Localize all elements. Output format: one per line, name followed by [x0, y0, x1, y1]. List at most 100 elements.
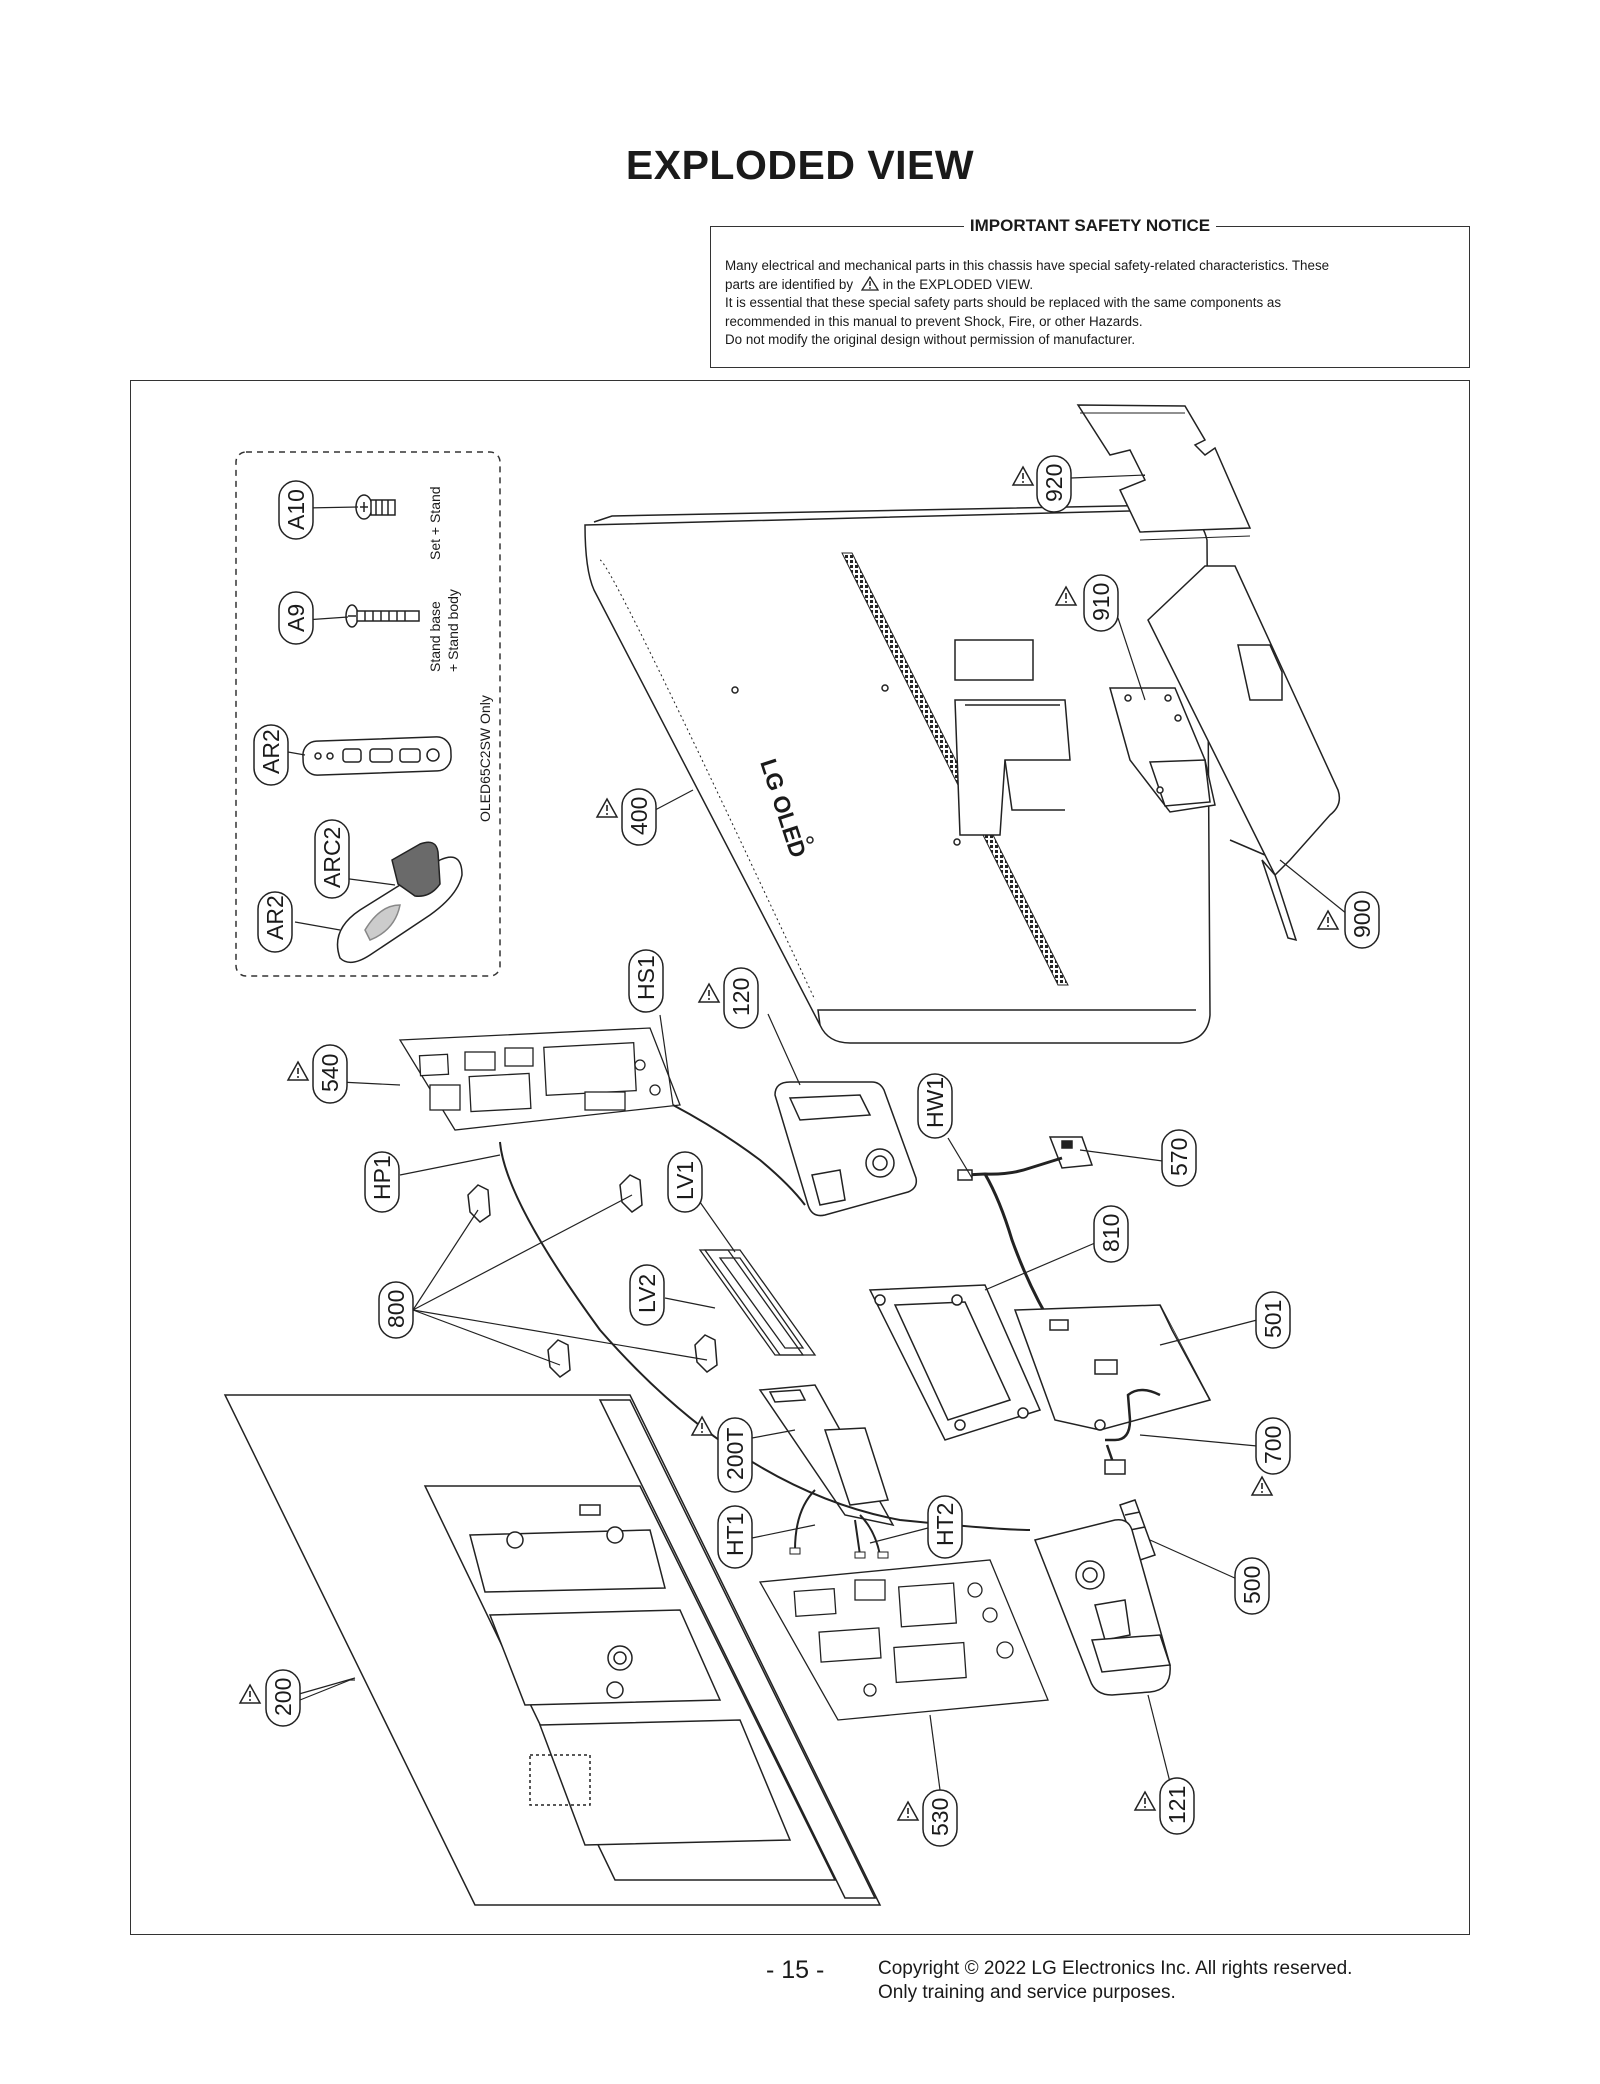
- callout-570: 570: [1161, 1129, 1197, 1187]
- callout-121: 121: [1159, 1777, 1195, 1835]
- safety-notice-box: IMPORTANT SAFETY NOTICE Many electrical …: [710, 216, 1470, 368]
- board-200t: [758, 1384, 895, 1527]
- safety-notice-body: Many electrical and mechanical parts in …: [725, 257, 1455, 350]
- svg-text:200: 200: [270, 1678, 296, 1716]
- svg-text:900: 900: [1349, 900, 1375, 938]
- svg-text:540: 540: [317, 1054, 343, 1092]
- callout-800: 800: [378, 1281, 414, 1339]
- callout-a10: A10: [278, 480, 314, 540]
- warning-triangle-icon: [1317, 910, 1339, 930]
- speaker-121: [1033, 1518, 1172, 1696]
- warning-triangle-icon: [860, 275, 879, 291]
- power-board-530: [758, 1559, 1049, 1721]
- svg-text:800: 800: [383, 1290, 409, 1328]
- harness-hw1: [964, 1156, 1063, 1331]
- page-title: EXPLODED VIEW: [625, 142, 975, 188]
- exploded-view-frame: [130, 380, 1470, 1935]
- safety-notice-line: recommended in this manual to prevent Sh…: [725, 313, 1143, 329]
- svg-text:ARC2: ARC2: [319, 827, 345, 888]
- callout-200t: 200T: [717, 1417, 753, 1493]
- svg-text:A9: A9: [283, 604, 309, 632]
- svg-text:AR2: AR2: [258, 729, 284, 774]
- svg-text:121: 121: [1164, 1786, 1190, 1824]
- board-570: [1048, 1136, 1094, 1169]
- svg-text:A10: A10: [283, 489, 309, 530]
- back-cover-400: [584, 504, 1211, 1044]
- warning-triangle-icon: [698, 983, 720, 1003]
- callout-501: 501: [1255, 1291, 1291, 1349]
- accessory-note-model: OLED65C2SW Only: [477, 695, 493, 822]
- warning-triangle-icon: [1251, 1476, 1273, 1496]
- callout-a9: A9: [278, 591, 314, 645]
- warning-triangle-icon: [897, 1801, 919, 1821]
- remote-control-ar2: [302, 736, 452, 776]
- callout-200: 200: [265, 1669, 301, 1727]
- copyright-notice: Copyright © 2022 LG Electronics Inc. All…: [878, 1957, 1352, 2005]
- callout-120: 120: [723, 967, 759, 1029]
- screw-a9: [345, 604, 420, 628]
- svg-text:HS1: HS1: [633, 955, 659, 1000]
- accessory-note-a10: Set + Stand: [427, 486, 443, 560]
- speaker-120: [774, 1081, 918, 1217]
- bracket-810: [868, 1284, 1042, 1441]
- callout-ar2-lower: AR2: [257, 891, 293, 953]
- callout-700: 700: [1255, 1417, 1291, 1475]
- warning-triangle-icon: [1012, 466, 1034, 486]
- cable-ht2: [854, 1514, 881, 1556]
- svg-text:200T: 200T: [722, 1428, 748, 1480]
- warning-triangle-icon: [596, 798, 618, 818]
- safety-notice-line: Do not modify the original design withou…: [725, 332, 1136, 347]
- safety-notice-line: parts are identified by in the EXPLODED …: [725, 275, 1034, 292]
- callout-400: 400: [621, 788, 657, 846]
- callout-810: 810: [1093, 1205, 1129, 1263]
- svg-text:501: 501: [1260, 1300, 1286, 1338]
- safety-notice-line: Many electrical and mechanical parts in …: [725, 258, 1330, 273]
- cable-ht1: [794, 1489, 816, 1551]
- accessories-box: [235, 451, 501, 977]
- cable-hs1: [672, 1104, 806, 1206]
- svg-text:HT1: HT1: [722, 1513, 748, 1556]
- page-number: - 15 -: [766, 1956, 825, 1984]
- svg-text:910: 910: [1088, 583, 1114, 621]
- svg-text:500: 500: [1239, 1566, 1265, 1604]
- callout-ht2: HT2: [927, 1495, 963, 1559]
- svg-text:920: 920: [1041, 464, 1067, 502]
- safety-notice-title: IMPORTANT SAFETY NOTICE: [963, 216, 1217, 235]
- callout-920: 920: [1036, 455, 1072, 513]
- screw-a10: [355, 494, 396, 520]
- svg-text:AR2: AR2: [262, 895, 288, 940]
- svg-text:570: 570: [1166, 1138, 1192, 1176]
- callout-500: 500: [1234, 1557, 1270, 1615]
- clips-800: [467, 1174, 718, 1378]
- svg-text:HP1: HP1: [369, 1155, 395, 1200]
- oled-panel-200: [223, 1394, 882, 1906]
- callout-hs1: HS1: [628, 949, 664, 1013]
- callout-530: 530: [922, 1789, 958, 1847]
- warning-triangle-icon: [1134, 1791, 1156, 1811]
- svg-text:810: 810: [1098, 1214, 1124, 1252]
- main-board-540: [398, 1027, 681, 1131]
- callout-540: 540: [312, 1044, 348, 1104]
- svg-text:LV2: LV2: [634, 1274, 660, 1313]
- warning-triangle-icon: [239, 1684, 261, 1704]
- svg-text:120: 120: [728, 978, 754, 1016]
- accessory-note-a9-line1: Stand base: [427, 601, 443, 672]
- svg-text:HW1: HW1: [922, 1077, 948, 1128]
- bracket-501: [1013, 1304, 1212, 1431]
- copyright-line: Only training and service purposes.: [878, 1982, 1176, 2003]
- callout-arc2: ARC2: [314, 819, 350, 899]
- callout-910: 910: [1083, 574, 1119, 632]
- copyright-line: Copyright © 2022 LG Electronics Inc. All…: [878, 1958, 1353, 1979]
- svg-text:400: 400: [626, 797, 652, 835]
- warning-triangle-icon: [287, 1061, 309, 1081]
- svg-text:700: 700: [1260, 1426, 1286, 1464]
- callout-hp1: HP1: [364, 1151, 400, 1213]
- warning-triangle-icon: [691, 1416, 713, 1436]
- svg-text:HT2: HT2: [932, 1503, 958, 1546]
- callout-ar2-upper: AR2: [253, 724, 289, 786]
- callout-lv1: LV1: [667, 1151, 703, 1213]
- accessory-note-a9-line2: + Stand body: [445, 589, 461, 672]
- svg-text:LV1: LV1: [672, 1161, 698, 1200]
- svg-text:530: 530: [927, 1798, 953, 1836]
